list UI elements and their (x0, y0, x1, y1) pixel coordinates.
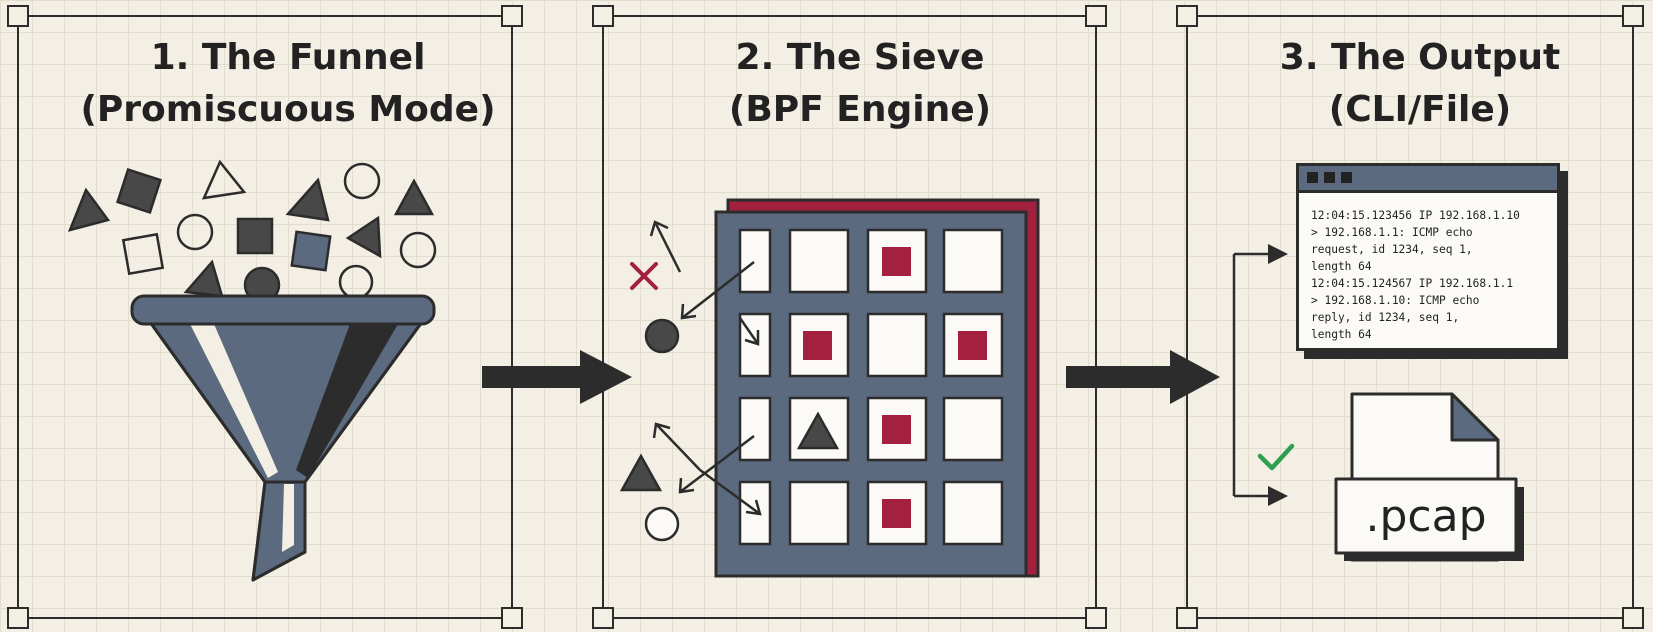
triangle-shape (796, 411, 840, 450)
triangle-shape (285, 177, 330, 222)
terminal-line: length 64 (1311, 260, 1372, 273)
flow-arrow-2 (1066, 350, 1220, 404)
circle-outline-shape (399, 231, 437, 269)
panel-title-output: 3. The Output (CLI/File) (1160, 32, 1653, 136)
terminal-output: 12:04:15.123456 IP 192.168.1.10 > 192.16… (1299, 193, 1557, 343)
triangle-shape (619, 453, 663, 492)
terminal-line: 12:04:15.124567 IP 192.168.1.1 (1311, 277, 1514, 290)
panel-title-funnel: 1. The Funnel (Promiscuous Mode) (28, 32, 548, 136)
panel-frame-funnel (17, 15, 513, 619)
terminal-line: 12:04:15.123456 IP 192.168.1.10 (1311, 209, 1520, 222)
rejected-packets (649, 220, 762, 516)
arrow-right-icon (1268, 486, 1288, 506)
window-control-icon (1341, 172, 1352, 183)
square-outline-shape (121, 232, 165, 276)
panel-title-sieve: 2. The Sieve (BPF Engine) (600, 32, 1120, 136)
flow-arrow-1 (482, 350, 632, 404)
pcap-file-label: .pcap (1365, 490, 1487, 542)
funnel-icon (130, 294, 436, 582)
square-shape (116, 168, 162, 214)
panel-subtitle-line: (Promiscuous Mode) (80, 89, 496, 130)
circle-outline-shape (176, 213, 214, 251)
triangle-shape (345, 215, 382, 259)
terminal-line: > 192.168.1.10: ICMP echo (1311, 294, 1480, 307)
pcap-file-icon (1334, 392, 1524, 562)
triangle-shape (67, 187, 111, 232)
terminal-line: length 64 (1311, 328, 1372, 341)
checkmark-icon (1257, 443, 1295, 471)
packet-shapes (67, 159, 437, 304)
circle-outline-shape (343, 162, 381, 200)
panel-frame-output (1186, 15, 1634, 619)
triangle-outline-shape (201, 159, 247, 200)
panel-title-line: 2. The Sieve (735, 37, 985, 78)
terminal-line: reply, id 1234, seq 1, (1311, 311, 1460, 324)
circle-outline-shape (338, 264, 374, 300)
frame-corner-handles (7, 5, 1644, 629)
terminal-window: 12:04:15.123456 IP 192.168.1.10 > 192.16… (1296, 163, 1560, 351)
panel-subtitle-line: (CLI/File) (1328, 89, 1512, 130)
circle-outline-shape (644, 506, 680, 542)
terminal-title-bar (1299, 166, 1557, 193)
square-shape (290, 230, 332, 272)
window-control-icon (1307, 172, 1318, 183)
panel-title-line: 1. The Funnel (150, 37, 426, 78)
panel-title-line: 3. The Output (1279, 37, 1561, 78)
panel-frame-sieve (602, 15, 1097, 619)
window-control-icon (1324, 172, 1335, 183)
square-shape (236, 217, 274, 255)
panel-subtitle-line: (BPF Engine) (728, 89, 992, 130)
triangle-shape (393, 178, 435, 216)
x-mark-icon (630, 262, 658, 290)
bpf-sieve-grid (714, 198, 1040, 578)
terminal-line: request, id 1234, seq 1, (1311, 243, 1473, 256)
circle-shape (644, 318, 680, 354)
triangle-shape (183, 259, 224, 298)
output-branch-connector (1232, 252, 1270, 498)
arrow-right-icon (1268, 244, 1288, 264)
terminal-line: > 192.168.1.1: ICMP echo (1311, 226, 1473, 239)
